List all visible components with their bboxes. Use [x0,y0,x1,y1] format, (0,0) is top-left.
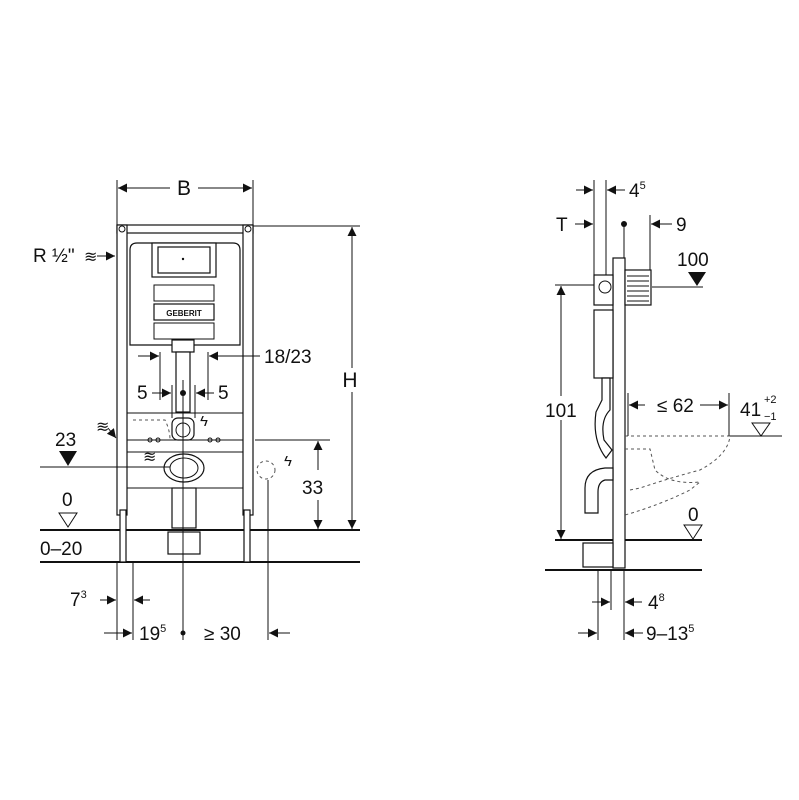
front-view: GEBERIT B H [33,177,360,645]
flush-pipe-label: 18/23 [264,347,312,368]
water-wave-icon: ≋ [143,449,156,466]
level-marker-filled [688,272,706,286]
actuator-plate [624,269,652,306]
depth-label: T [556,215,568,236]
wall-distance-label: 9–135 [646,623,694,645]
offset-left-label: 5 [137,383,148,404]
level-marker-hollow [683,524,703,540]
offset-right-label: 5 [218,383,229,404]
seat-tolerance-plus: +2 [764,394,777,406]
waste-outlet [133,417,276,555]
min-side-distance-label: ≥ 30 [204,624,241,645]
water-wave-icon: ≋ [84,249,97,266]
height-label: H [342,369,357,392]
width-label: B [177,177,191,200]
bowl-projection-label: ≤ 62 [657,396,694,417]
power-socket-icon [256,460,276,480]
floor-range-label: 0–20 [40,539,82,560]
outlet-height-label: 33 [302,478,323,499]
frame-depth-label: 45 [629,180,646,202]
floor-level-label: 0 [62,490,73,511]
water-wave-icon: ≋ [96,419,109,436]
water-inlet-label: R ½" [33,246,75,267]
seat-height-label: 41 [740,400,761,421]
level-marker-hollow [751,422,771,437]
electric-icon: ϟ [200,413,208,430]
floor-level-label: 0 [688,505,699,526]
brand-logo: GEBERIT [166,309,202,318]
cistern: GEBERIT [129,242,241,413]
frame-height-label: 101 [545,401,577,422]
toilet-bowl-outline [624,435,731,516]
leg-offset-label: 73 [70,589,87,611]
plate-offset-label: 9 [676,215,687,236]
level-marker-filled [59,451,77,466]
level-marker-hollow [58,512,78,528]
pipe-offset-label: 48 [648,592,665,614]
plate-height-label: 100 [677,250,709,271]
frame-post [612,257,626,569]
electric-icon: ϟ [284,453,292,470]
supply-height-label: 23 [55,430,76,451]
side-view: 45 T 9 100 101 ≤ 62 41 +2 −1 0 [545,180,782,645]
seat-tolerance-minus: −1 [764,411,777,423]
center-distance-label: 195 [139,623,166,645]
